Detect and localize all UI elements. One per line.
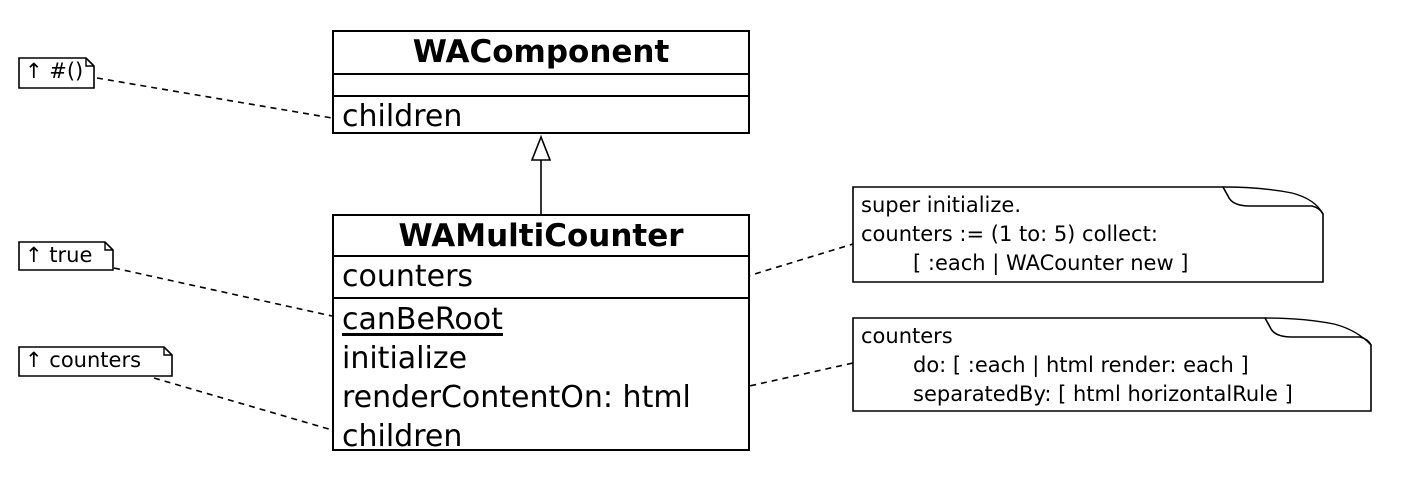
- method-canberoot: canBeRoot: [342, 302, 503, 337]
- method-children: children: [342, 99, 463, 134]
- note-link-wacomponent-children: [96, 77, 333, 119]
- attribute-counters: counters: [342, 259, 474, 294]
- note-shape-counters: [18, 346, 173, 377]
- inheritance-arrowhead-icon: [530, 134, 552, 161]
- note-shape-empty-array: [18, 57, 95, 89]
- class-name: WAComponent: [412, 34, 670, 70]
- class-name: WAMultiCounter: [398, 218, 684, 254]
- code-line: super initialize.: [861, 193, 1022, 217]
- note-link-canberoot: [113, 267, 333, 317]
- attributes-section: [334, 73, 748, 95]
- return-note-counters: ↑ counters: [19, 348, 141, 372]
- code-line: separatedBy: [ html horizontalRule ]: [913, 382, 1293, 406]
- method-rendercontenton: renderContentOn: html: [342, 380, 691, 415]
- return-note-true: ↑ true: [19, 243, 92, 267]
- attributes-section: counters: [334, 255, 748, 297]
- note-text: ↑ #(): [25, 59, 84, 83]
- method-initialize: initialize: [342, 341, 468, 376]
- methods-section: canBeRoot initialize renderContentOn: ht…: [334, 297, 748, 456]
- note-text: ↑ counters: [25, 348, 142, 372]
- code-line: do: [ :each | html render: each ]: [913, 353, 1249, 377]
- code-line: counters := (1 to: 5) collect:: [861, 222, 1158, 246]
- note-shape-true: [18, 241, 114, 271]
- code-note-render: counters do: [ :each | html render: each…: [853, 322, 1293, 409]
- code-note-initialize: super initialize. counters := (1 to: 5) …: [853, 191, 1189, 278]
- code-line: counters: [861, 324, 953, 348]
- method-children: children: [342, 419, 463, 454]
- code-line: [ :each | WACounter new ]: [913, 251, 1189, 275]
- class-wamulticounter: WAMultiCounter counters canBeRoot initia…: [332, 214, 750, 454]
- class-wacomponent: WAComponent children: [332, 30, 750, 134]
- note-link-children: [153, 377, 333, 431]
- return-note-empty-array: ↑ #(): [19, 59, 83, 83]
- note-text: ↑ true: [25, 243, 93, 267]
- methods-section: children: [334, 95, 748, 136]
